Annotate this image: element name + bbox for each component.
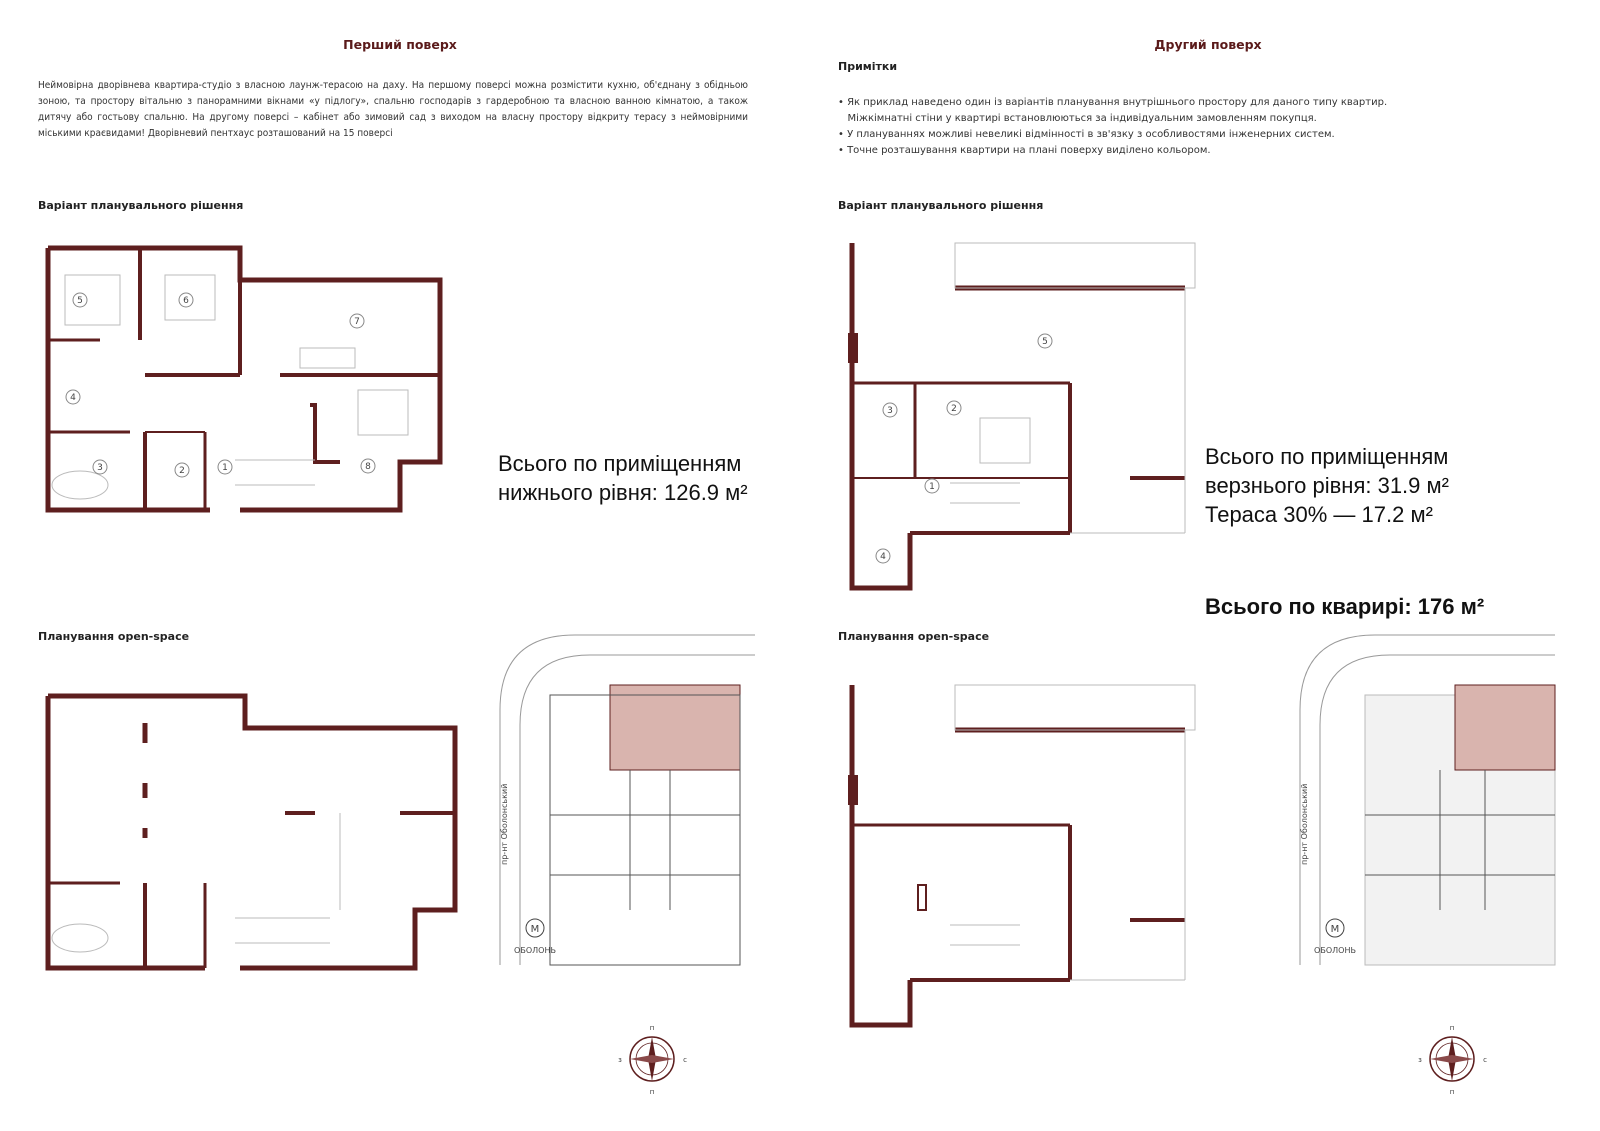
left-openspace-heading: Планування open-space (38, 630, 190, 643)
right-site-plan: пр-нт Оболонський M ОБОЛОНЬ (1299, 634, 1556, 966)
right-variant-heading: Варіант планувального рішення (838, 199, 1044, 212)
right-metro-icon: M (1331, 924, 1340, 935)
compass-west: з (618, 1056, 622, 1064)
right-room-2: 2 (951, 404, 957, 414)
left-room-8: 8 (365, 462, 371, 472)
right-openspace-heading: Планування open-space (838, 630, 990, 643)
left-area-summary: Всього по приміщенням нижнього рівня: 12… (498, 449, 748, 507)
left-variant-heading: Варіант планувального рішення (38, 199, 244, 212)
compass-west: з (1418, 1056, 1422, 1064)
compass-east: с (683, 1056, 687, 1064)
right-terrace-line: Тераса 30% — 17.2 м² (1205, 502, 1433, 527)
left-compass-icon: п п з с (618, 1024, 687, 1096)
apartment-total: Всього по кварирі: 176 м² (1205, 594, 1485, 619)
left-floor-plan: 1 2 3 4 5 6 7 8 (45, 245, 443, 513)
note-item: • Точне розташування квартири на плані п… (838, 145, 1211, 156)
left-room-6: 6 (183, 296, 189, 306)
right-street-label: пр-нт Оболонський (1300, 784, 1309, 865)
left-room-4: 4 (70, 393, 76, 403)
right-room-5: 5 (1042, 337, 1048, 347)
left-street-label: пр-нт Оболонський (500, 784, 509, 865)
note-item: • Як приклад наведено один із варіантів … (838, 97, 1388, 108)
left-page-title: Перший поверх (343, 37, 457, 52)
left-room-5: 5 (77, 296, 83, 306)
right-room-1: 1 (929, 482, 935, 492)
left-site-plan: пр-нт Оболонський M ОБОЛОНЬ (499, 634, 755, 966)
left-area-line2: нижнього рівня: 126.9 м² (498, 480, 748, 505)
right-floor-plan: 1 2 3 4 5 (848, 242, 1196, 591)
left-metro-label: ОБОЛОНЬ (514, 946, 556, 955)
right-notes-heading: Примітки (838, 60, 898, 73)
compass-north: п (1450, 1024, 1455, 1032)
right-page-title: Другий поверх (1154, 37, 1262, 52)
left-openspace-plan (45, 693, 458, 971)
right-room-3: 3 (887, 406, 893, 416)
right-area-summary: Всього по приміщенням верзнього рівня: 3… (1205, 442, 1449, 529)
note-item: • У плануваннях можливі невеликі відмінн… (838, 129, 1335, 140)
right-notes: • Як приклад наведено один із варіантів … (838, 95, 1387, 159)
left-area-line1: Всього по приміщенням (498, 451, 742, 476)
compass-north: п (650, 1024, 655, 1032)
left-description: Неймовірна дворівнева квартира-студіо з … (38, 80, 748, 139)
right-room-4: 4 (880, 552, 886, 562)
compass-east: с (1483, 1056, 1487, 1064)
left-room-7: 7 (354, 317, 360, 327)
right-area-line1: Всього по приміщенням (1205, 444, 1449, 469)
right-openspace-plan (848, 684, 1196, 1028)
left-metro-icon: M (531, 924, 540, 935)
left-room-1: 1 (222, 463, 228, 473)
compass-south: п (1450, 1088, 1455, 1096)
right-area-line2: верзнього рівня: 31.9 м² (1205, 473, 1449, 498)
right-compass-icon: п п з с (1418, 1024, 1487, 1096)
left-room-3: 3 (97, 463, 103, 473)
compass-south: п (650, 1088, 655, 1096)
left-room-2: 2 (179, 466, 185, 476)
right-metro-label: ОБОЛОНЬ (1314, 946, 1356, 955)
note-item: Міжкімнатні стіни у квартирі встановлюют… (838, 113, 1317, 124)
